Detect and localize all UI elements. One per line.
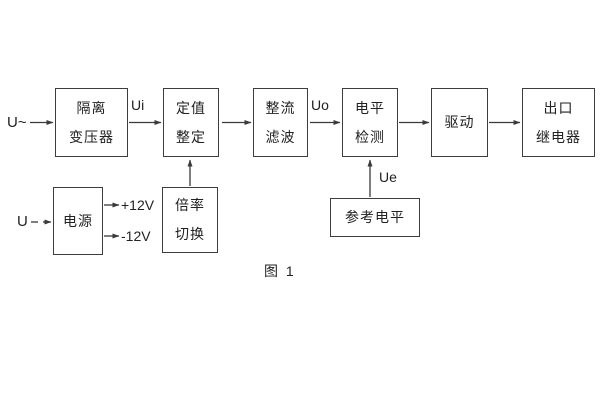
label-uo: Uo: [311, 97, 329, 113]
block-label: 倍率: [175, 197, 205, 213]
label-dc-input: U: [17, 213, 28, 230]
figure-caption: 图 1: [264, 263, 296, 279]
block-label: 继电器: [536, 128, 581, 145]
block-label: 整流: [265, 99, 296, 116]
block-power-supply: 电源: [53, 187, 103, 255]
block-isolation-transformer: 隔离 变压器: [55, 88, 128, 157]
block-label: 参考电平: [345, 209, 405, 225]
block-label: 整定: [176, 128, 206, 145]
block-label: 电源: [63, 212, 93, 229]
block-ratio-switch: 倍率 切换: [162, 187, 218, 253]
block-output-relay: 出口 继电器: [522, 88, 595, 157]
block-label: 滤波: [265, 128, 296, 145]
label-ui: Ui: [131, 97, 145, 113]
block-label: 变压器: [69, 128, 114, 145]
block-label: 隔离: [76, 99, 107, 116]
block-setting-adjust: 定值 整定: [163, 88, 219, 157]
label-ac-input: U~: [7, 114, 27, 131]
block-label: 切换: [175, 226, 205, 242]
label-minus-12v: -12V: [121, 228, 151, 244]
block-level-detect: 电平 检测: [342, 88, 398, 157]
block-rectifier-filter: 整流 滤波: [253, 88, 308, 157]
block-label: 检测: [355, 128, 385, 145]
block-reference-level: 参考电平: [330, 198, 420, 237]
block-label: 电平: [355, 99, 385, 116]
label-ue: Ue: [379, 169, 397, 185]
block-label: 定值: [176, 99, 206, 116]
block-label: 出口: [543, 99, 574, 116]
block-label: 驱动: [444, 114, 475, 130]
block-drive: 驱动: [431, 88, 488, 157]
label-plus-12v: +12V: [121, 197, 155, 213]
